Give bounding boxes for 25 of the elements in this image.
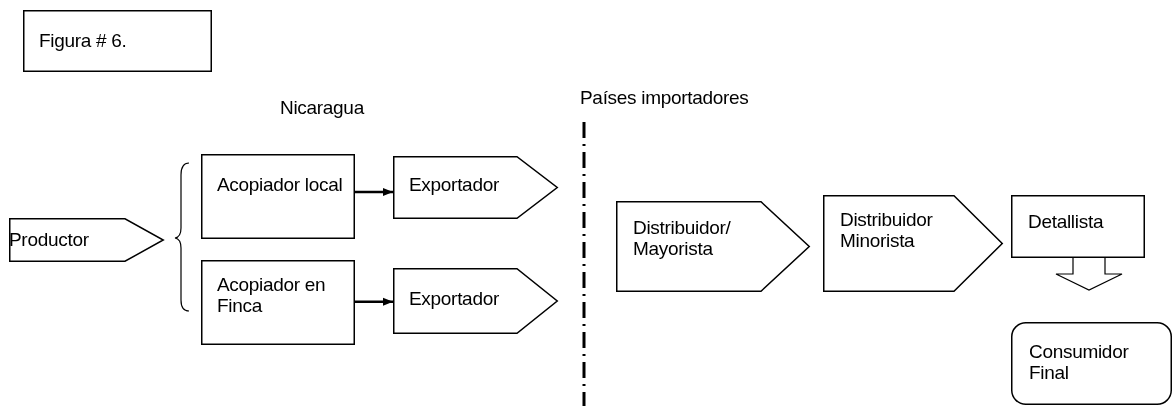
- region-label: Países importadores: [580, 87, 749, 109]
- process-box: [1011, 195, 1145, 258]
- node-label: Acopiador en Finca: [217, 274, 327, 316]
- node-label: Detallista: [1028, 211, 1105, 232]
- terminal-box: [1011, 322, 1172, 405]
- process-pentagon: [823, 195, 1003, 292]
- block-arrow: [1055, 256, 1123, 291]
- arrow: [355, 188, 393, 196]
- process-box: [201, 260, 355, 345]
- process-pentagon: [616, 201, 810, 292]
- process-pentagon: [393, 268, 558, 334]
- process-box: [201, 154, 355, 239]
- node-label: Acopiador local: [217, 174, 344, 195]
- node-label: Exportador: [409, 174, 500, 195]
- figure-label-box: [23, 10, 212, 72]
- node-label: Consumidor Final: [1029, 341, 1130, 383]
- node-label: Exportador: [409, 288, 500, 309]
- node-label: Distribuidor/ Mayorista: [633, 217, 732, 259]
- process-pentagon: [393, 156, 558, 219]
- node-label: Productor: [9, 229, 90, 250]
- node-label: Distribuidor Minorista: [840, 209, 934, 251]
- node-label: Figura # 6.: [39, 30, 128, 51]
- region-label: Nicaragua: [280, 97, 364, 119]
- arrow: [355, 297, 393, 306]
- process-pentagon: [9, 218, 164, 262]
